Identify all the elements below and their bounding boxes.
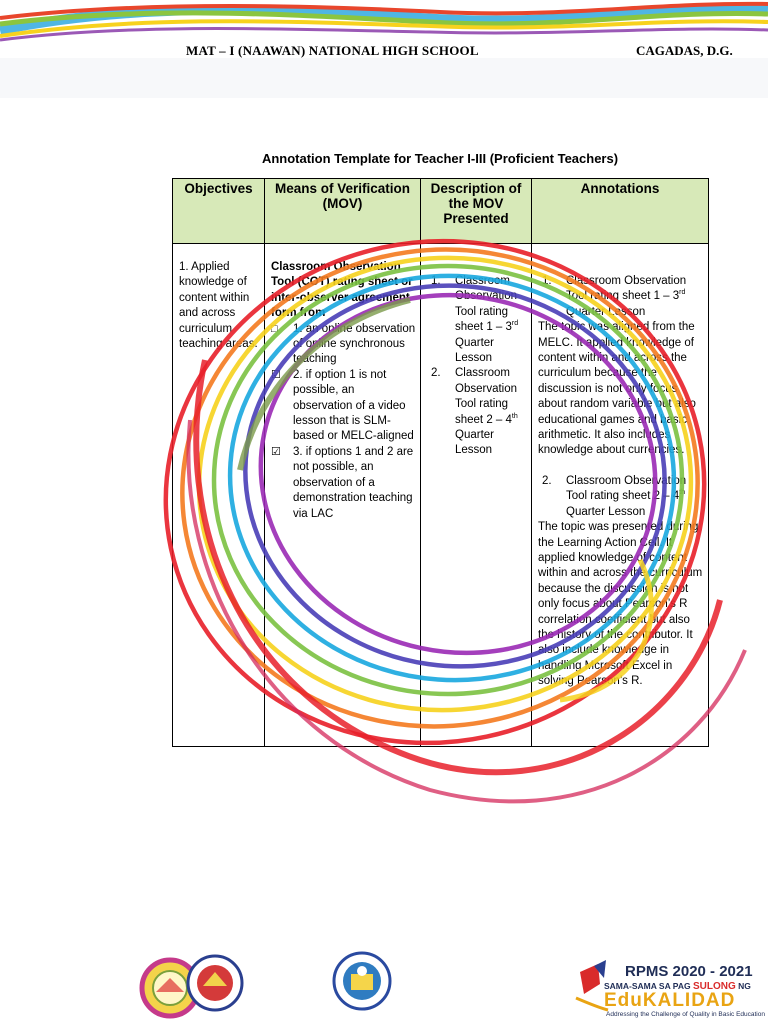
annotation-body: The topic was presented during the Learn… — [538, 521, 703, 688]
annotation-table: Objectives Means of Verification (MOV) D… — [172, 178, 709, 747]
description-item: 2. Classroom Observation Tool rating she… — [431, 367, 518, 457]
mov-cell: Classroom Observation Tool (COT) rating … — [264, 243, 421, 747]
description-cell: 1. Classroom Observation Tool rating she… — [420, 243, 532, 747]
table-header-row: Objectives Means of Verification (MOV) D… — [172, 178, 709, 244]
annotation-item-title: 2. Classroom Observation Tool rating she… — [542, 474, 687, 518]
mov-option: ☑ 3. if options 1 and 2 are not possible… — [271, 445, 416, 522]
objectives-text: 1. Applied knowledge of content within a… — [179, 261, 258, 351]
deped-seal-icon — [332, 951, 392, 1011]
school-seal-icon — [139, 957, 201, 1019]
table-row: 1. Applied knowledge of content within a… — [172, 243, 709, 747]
author-name: CAGADAS, D.G. — [636, 43, 733, 58]
edukalidad-logo-text: EduKALIDAD — [604, 990, 736, 1011]
header-description: Description of the MOV Presented — [420, 178, 532, 244]
mov-option: □ 1. an online observation of online syn… — [271, 322, 416, 368]
header-objectives: Objectives — [172, 178, 265, 244]
mov-option-text: 1. an online observation of online synch… — [293, 322, 416, 366]
annotation-body: The topic was aligned from the MELC. It … — [538, 321, 696, 457]
rpms-title: RPMS 2020 - 2021 — [625, 963, 753, 980]
mov-option-text: 2. if option 1 is not possible, an obser… — [293, 368, 414, 443]
header-banner — [0, 1, 768, 98]
tagline: Addressing the Challenge of Quality in B… — [606, 1011, 765, 1018]
mov-option: ☑ 2. if option 1 is not possible, an obs… — [271, 368, 416, 445]
mov-option-text: 3. if options 1 and 2 are not possible, … — [293, 445, 414, 520]
objectives-cell: 1. Applied knowledge of content within a… — [172, 243, 265, 747]
checkbox-checked-icon: ☑ — [271, 445, 281, 458]
annotation-item-title: 1. Classroom Observation Tool rating she… — [542, 275, 687, 318]
header-annotations: Annotations — [531, 178, 709, 244]
checkbox-empty-icon: □ — [271, 322, 278, 335]
description-item: 1. Classroom Observation Tool rating she… — [431, 275, 519, 365]
division-seal-icon — [186, 954, 244, 1012]
footer-logos — [139, 951, 609, 1019]
annotations-cell: 1. Classroom Observation Tool rating she… — [531, 243, 709, 747]
rpms-logo-icon — [575, 960, 609, 1012]
header-mov: Means of Verification (MOV) — [264, 178, 421, 244]
mov-heading: Classroom Observation Tool (COT) rating … — [271, 261, 413, 320]
school-name: MAT – I (NAAWAN) NATIONAL HIGH SCHOOL — [186, 43, 479, 58]
slogan: SAMA-SAMA SA PAG SULONG NG — [604, 981, 751, 992]
checkbox-checked-icon: ☑ — [271, 368, 281, 381]
document-title: Annotation Template for Teacher I-III (P… — [261, 151, 619, 166]
